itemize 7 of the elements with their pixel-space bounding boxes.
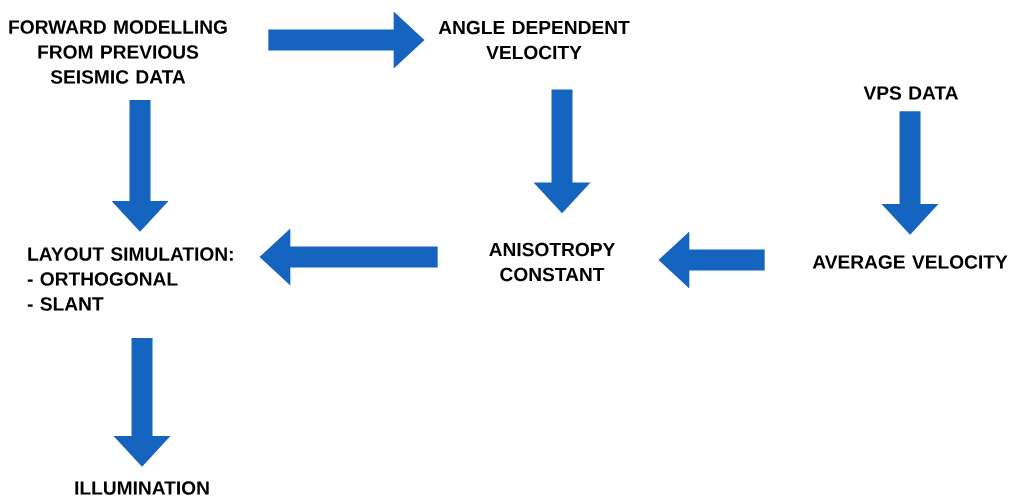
step-label: ANGLE DEPENDENT VELOCITY — [438, 20, 630, 60]
step-label: VPS DATA — [863, 86, 959, 100]
step-label: AVERAGE VELOCITY — [812, 255, 1008, 269]
step-label: ANISOTROPY CONSTANT — [489, 242, 615, 282]
step-label: FORWARD MODELLING FROM PREVIOUS SEISMIC DATA — [9, 20, 227, 84]
step-label: LAYOUT SIMULATION: - ORTHOGONAL - SLANT — [27, 247, 233, 311]
step-label: ILLUMINATION — [75, 481, 209, 495]
